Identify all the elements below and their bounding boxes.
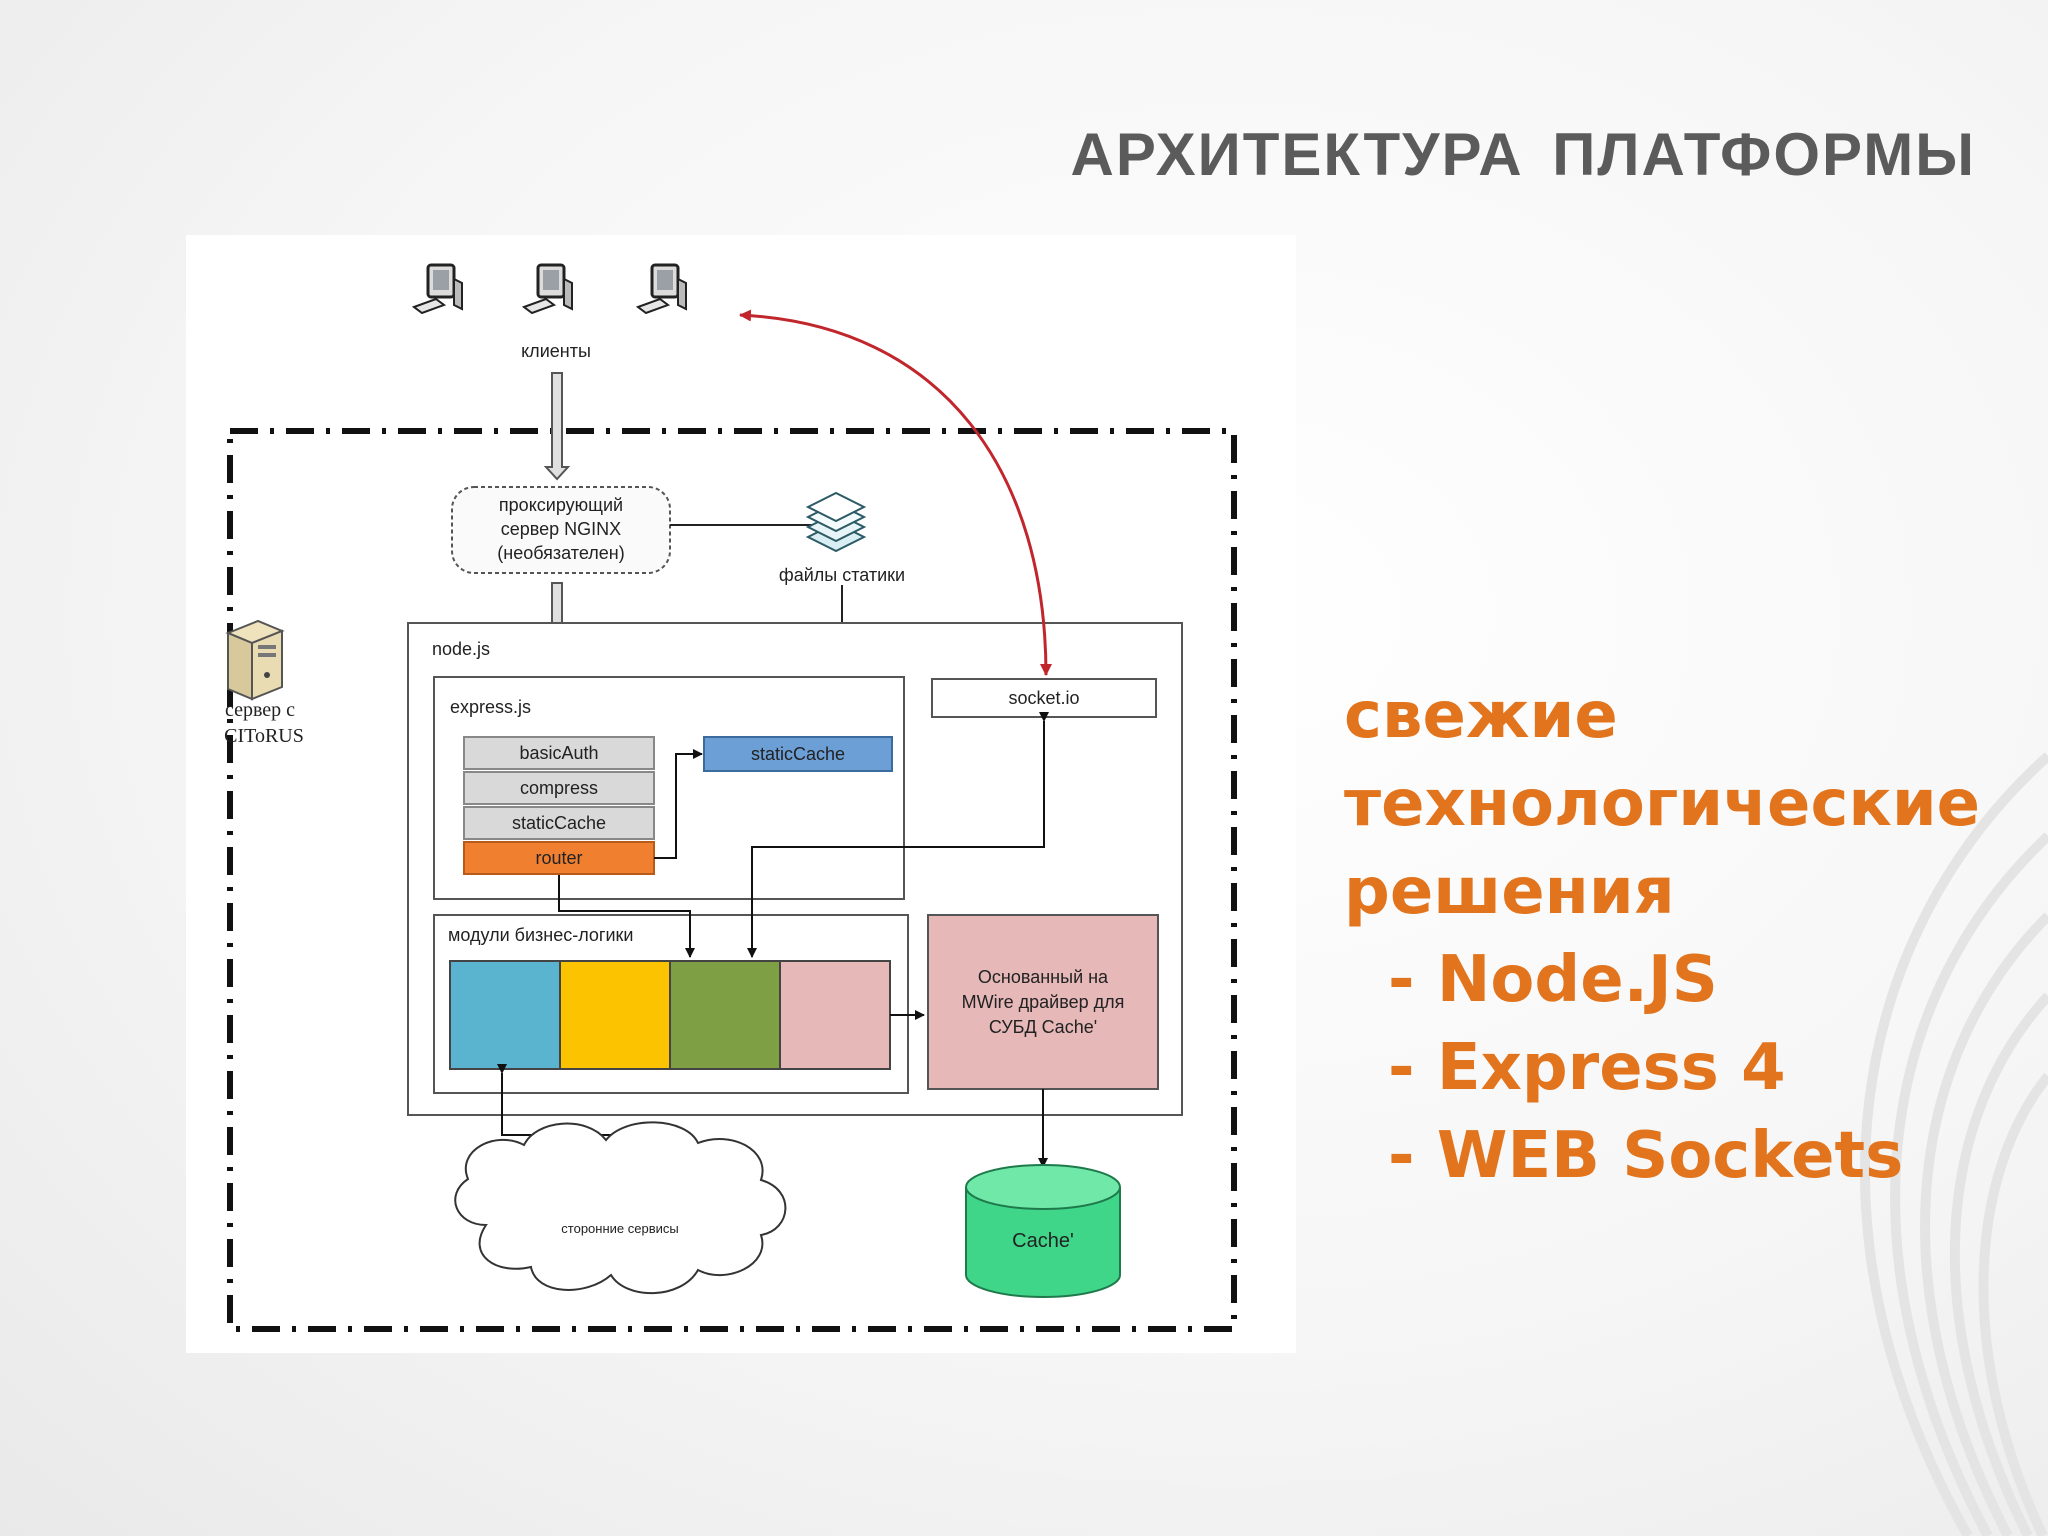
server-label-line-2: CIToRUS (224, 725, 304, 747)
highlight-line-1: свежие (1344, 679, 1618, 753)
cache-database-label: Cache' (1012, 1230, 1074, 1252)
nodejs-label: node.js (432, 639, 490, 659)
middleware-basicauth-label: basicAuth (519, 743, 598, 763)
proxy-label-line-1: проксирующий (499, 495, 623, 515)
module-block-yellow (559, 960, 671, 1070)
middleware-router (463, 841, 655, 875)
highlight-line-3: решения (1344, 855, 1675, 929)
middleware-basicauth (463, 736, 655, 770)
websocket-connection-arrow (739, 309, 1052, 676)
business-modules-label: модули бизнес-логики (448, 925, 633, 945)
diagram-svg: клиенты проксирующий сервер NGINX (необя… (224, 263, 1237, 1332)
static-files-label: файлы статики (779, 565, 905, 585)
module-block-pink (779, 960, 891, 1070)
client-computer-icon (635, 263, 687, 315)
server-tower-icon (225, 619, 285, 701)
socketio-to-modules-arrow (747, 712, 1049, 958)
architecture-diagram: клиенты проксирующий сервер NGINX (необя… (186, 235, 1296, 1353)
third-party-services-label: сторонние сервисы (561, 1221, 678, 1236)
nginx-proxy-box (451, 486, 671, 574)
socketio-label: socket.io (1008, 688, 1079, 708)
server-label-line-1: сервер с (225, 699, 295, 721)
middleware-router-label: router (535, 848, 582, 868)
proxy-label-line-3: (необязателен) (497, 543, 624, 563)
router-to-staticcache-arrow (654, 749, 703, 859)
client-computer-icon (521, 263, 573, 315)
middleware-staticcache-label: staticCache (512, 813, 606, 833)
slide-title: АРХИТЕКТУРА ПЛАТФОРМЫ (1070, 121, 1976, 188)
module-block-green (669, 960, 781, 1070)
clients-to-proxy-arrow (543, 372, 571, 481)
client-computer-icon (411, 263, 463, 315)
middleware-staticcache (463, 806, 655, 840)
technology-highlights: свежие технологические решения - Node.JS… (1344, 672, 2034, 1200)
clients-label: клиенты (521, 341, 591, 361)
driver-label-line-2: MWire драйвер для (962, 992, 1125, 1012)
mwire-driver-box (927, 914, 1159, 1090)
static-cache-box-label: staticCache (751, 744, 845, 764)
bullet-websockets: - WEB Sockets (1388, 1119, 1904, 1193)
bullet-express: - Express 4 (1388, 1031, 1786, 1105)
socketio-box (931, 678, 1157, 718)
cache-database-icon (965, 1164, 1121, 1298)
static-files-icon (805, 491, 867, 553)
third-party-services-cloud (454, 1121, 787, 1295)
router-to-modules-arrow (558, 875, 695, 958)
driver-label-line-3: СУБД Cache' (989, 1017, 1097, 1037)
bullet-nodejs: - Node.JS (1388, 943, 1718, 1017)
driver-label-line-1: Основанный на (978, 967, 1109, 987)
module-block-blue (449, 960, 561, 1070)
proxy-label-line-2: сервер NGINX (501, 519, 621, 539)
middleware-compress-label: compress (520, 778, 598, 798)
highlight-line-2: технологические (1344, 767, 1981, 841)
middleware-compress (463, 771, 655, 805)
expressjs-label: express.js (450, 697, 531, 717)
